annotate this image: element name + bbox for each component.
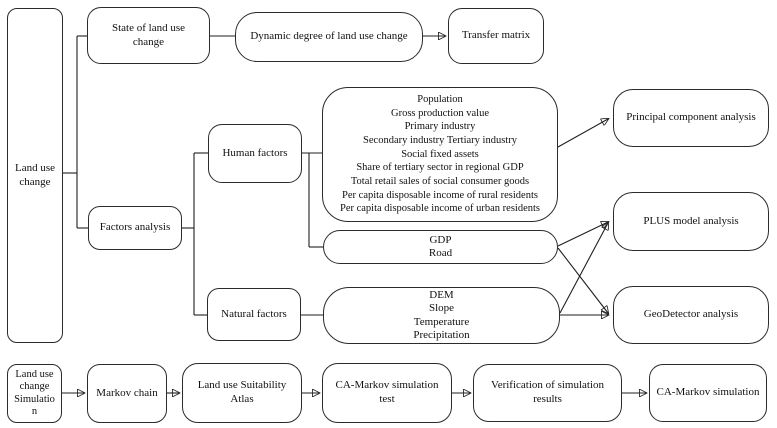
- node-gdp-road: GDP Road: [323, 230, 558, 264]
- node-natural-variables-label: DEM Slope Temperature Precipitation: [413, 289, 470, 341]
- node-ca-markov-simulation-test-label: CA-Markov simulation test: [335, 379, 439, 405]
- node-geodetector-analysis: GeoDetector analysis: [613, 286, 769, 344]
- node-land-use-change-label: Land use change: [14, 161, 55, 188]
- node-markov-chain: Markov chain: [87, 364, 167, 423]
- node-transfer-matrix: Transfer matrix: [448, 8, 544, 64]
- edge-gdproad-geodetector: [557, 247, 608, 313]
- node-human-variables-label: Population Gross production value Primar…: [339, 94, 541, 215]
- node-markov-chain-label: Markov chain: [96, 386, 158, 399]
- node-land-use-suitability-atlas-label: Land use Suitability Atlas: [197, 379, 287, 405]
- node-principal-component-analysis-label: Principal component analysis: [626, 111, 756, 124]
- node-plus-model-analysis: PLUS model analysis: [613, 192, 769, 251]
- node-principal-component-analysis: Principal component analysis: [613, 89, 769, 147]
- node-human-factors: Human factors: [208, 124, 302, 183]
- node-natural-factors: Natural factors: [207, 288, 301, 341]
- node-human-variables: Population Gross production value Primar…: [322, 87, 558, 222]
- node-transfer-matrix-label: Transfer matrix: [461, 29, 531, 42]
- node-dynamic-degree: Dynamic degree of land use change: [235, 12, 423, 62]
- node-factors-analysis: Factors analysis: [88, 206, 182, 250]
- node-land-use-change-simulation-label: Land use change Simulatio n: [14, 368, 55, 417]
- node-land-use-suitability-atlas: Land use Suitability Atlas: [182, 363, 302, 423]
- node-natural-factors-label: Natural factors: [221, 307, 287, 320]
- node-factors-analysis-label: Factors analysis: [99, 221, 171, 234]
- edge-factors-bracket: [182, 152, 208, 316]
- node-state-of-land-use-change-label: State of land use change: [111, 21, 185, 48]
- node-dynamic-degree-label: Dynamic degree of land use change: [250, 30, 408, 43]
- node-ca-markov-simulation: CA-Markov simulation: [649, 364, 767, 422]
- node-verification-of-simulation-results-label: Verification of simulation results: [490, 379, 605, 405]
- node-natural-variables: DEM Slope Temperature Precipitation: [323, 287, 560, 344]
- node-state-of-land-use-change: State of land use change: [87, 7, 210, 64]
- node-human-factors-label: Human factors: [222, 146, 288, 159]
- edge-dem-plus: [559, 223, 608, 314]
- node-ca-markov-simulation-label: CA-Markov simulation: [656, 386, 760, 399]
- edge-landuse-bracket: [63, 35, 88, 229]
- node-verification-of-simulation-results: Verification of simulation results: [473, 364, 622, 422]
- node-land-use-change: Land use change: [7, 8, 63, 343]
- edge-humanvars-pca: [557, 119, 608, 148]
- edge-gdproad-plus: [557, 222, 608, 247]
- node-ca-markov-simulation-test: CA-Markov simulation test: [322, 363, 452, 423]
- node-geodetector-analysis-label: GeoDetector analysis: [643, 308, 739, 321]
- edge-human-branches: [302, 152, 323, 248]
- node-plus-model-analysis-label: PLUS model analysis: [643, 214, 739, 227]
- node-land-use-change-simulation: Land use change Simulatio n: [7, 364, 62, 423]
- node-gdp-road-label: GDP Road: [428, 233, 453, 259]
